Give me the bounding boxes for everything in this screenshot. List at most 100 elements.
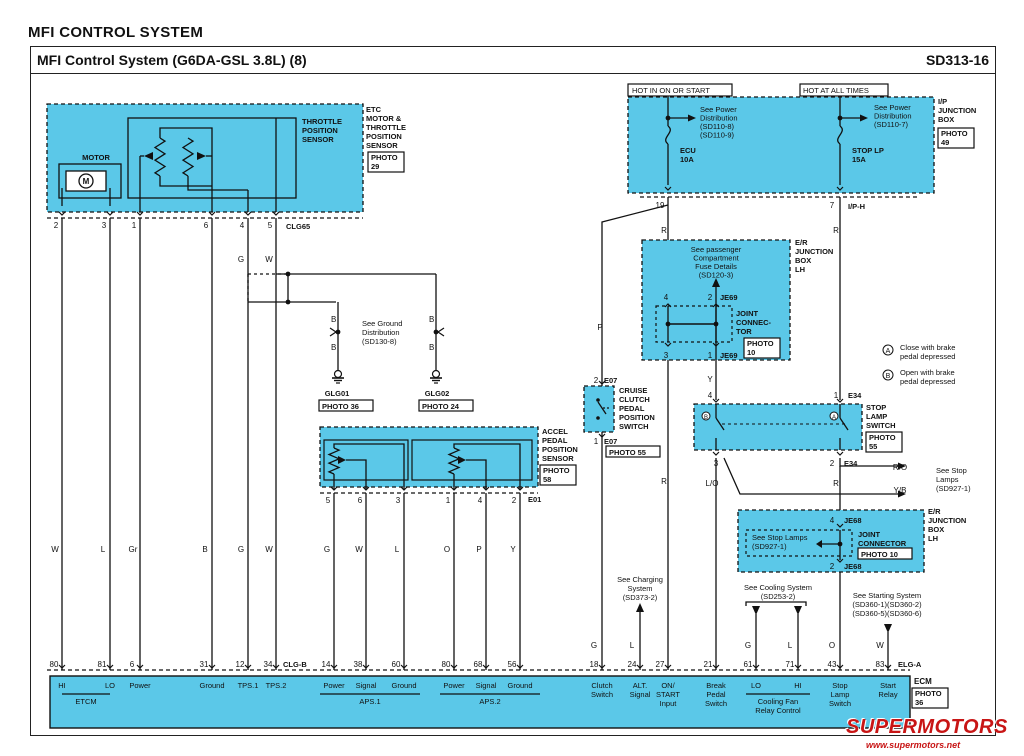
diagram-header: MFI Control System (G6DA-GSL 3.8L) (8) S… xyxy=(30,46,996,74)
pin-chevron xyxy=(712,398,720,403)
ecm-pin-label: Power xyxy=(129,681,151,690)
ground-ref: See Ground xyxy=(362,319,402,328)
tps-wiring xyxy=(159,176,212,187)
etc-photo: PHOTO xyxy=(371,153,398,162)
ip-box-label: JUNCTION xyxy=(938,106,976,115)
pin-chevron xyxy=(664,664,672,669)
pin-chevron xyxy=(362,486,370,491)
ecm-pin-label: Lamp xyxy=(831,690,850,699)
pin-number: 6 xyxy=(130,660,135,669)
pin-chevron xyxy=(106,664,114,669)
wire-color-label: G xyxy=(591,641,597,650)
pin-number: 3 xyxy=(102,221,107,230)
cruise-label: CLUTCH xyxy=(619,395,650,404)
etc-label: MOTOR & xyxy=(366,114,402,123)
pin-number: 7 xyxy=(830,201,835,210)
pin-number: 4 xyxy=(240,221,245,230)
pin-number: 6 xyxy=(358,496,363,505)
cruise-label: POSITION xyxy=(619,413,655,422)
legend-b-icon xyxy=(882,369,894,381)
switch-blade xyxy=(715,417,725,431)
pin-chevron xyxy=(598,664,606,669)
pin-chevron xyxy=(836,558,844,563)
ecm-pin-label: Signal xyxy=(630,690,651,699)
cooling-ref: (SD253-2) xyxy=(761,592,796,601)
hot-label: HOT IN ON OR START xyxy=(632,86,710,95)
ecm-photo: PHOTO xyxy=(915,689,942,698)
legend-text: pedal depressed xyxy=(900,377,955,386)
ecm-pin-label: Ground xyxy=(391,681,416,690)
joint-label: TOR xyxy=(736,327,752,336)
wiper-arrow xyxy=(144,152,153,160)
pin-number: 4 xyxy=(664,293,669,302)
pin-chevron xyxy=(58,211,66,216)
connector-label: E07 xyxy=(604,376,617,385)
cruise-photo-box xyxy=(605,445,661,458)
hot-label-box xyxy=(799,83,889,97)
connector-label: I/P-H xyxy=(848,202,865,211)
legend-text: pedal depressed xyxy=(900,352,955,361)
joint-label: JOINT xyxy=(736,309,759,318)
wiper-arrow xyxy=(197,152,206,160)
pin-number: 5 xyxy=(326,496,331,505)
ecm-photo: 36 xyxy=(915,698,923,707)
pin-chevron xyxy=(208,664,216,669)
wire-color-label: L xyxy=(630,641,635,650)
accel-pedal-position-sensor xyxy=(319,426,539,488)
aps2-resistor xyxy=(447,447,461,475)
ecm-pin-label: Relay xyxy=(878,690,897,699)
starting-ref: See Starting System xyxy=(853,591,921,600)
wire-color-label: G xyxy=(238,255,244,264)
stop-lamp-ref: See Stop xyxy=(936,466,967,475)
watermark-url: www.supermotors.net xyxy=(866,740,961,750)
page-code: SD313-16 xyxy=(925,52,989,68)
apps-label: PEDAL xyxy=(542,436,568,445)
wire-color-label: B xyxy=(331,343,336,352)
pin-number: 3 xyxy=(664,351,669,360)
wiper-arrow xyxy=(338,456,346,464)
pin-chevron xyxy=(400,486,408,491)
connector-label: E01 xyxy=(528,495,541,504)
ecm-pin-label: ALT. xyxy=(633,681,647,690)
pin-number: 34 xyxy=(264,660,273,669)
pin-number: 5 xyxy=(268,221,273,230)
motor-icon xyxy=(78,173,94,189)
fuse-ref: Fuse Details xyxy=(695,262,737,271)
glg01-photo: PHOTO 36 xyxy=(322,402,359,411)
page-title: MFI CONTROL SYSTEM xyxy=(28,24,204,41)
fuse-label: 10A xyxy=(680,155,694,164)
connector-label: E07 xyxy=(604,437,617,446)
wire-color-label: R/O xyxy=(893,463,907,472)
apps-photo: 58 xyxy=(543,475,551,484)
pin-chevron xyxy=(482,664,490,669)
power-ref: See Power xyxy=(874,103,911,112)
connector-label: ELG-A xyxy=(898,660,922,669)
joint-label: JOINT xyxy=(858,530,881,539)
ecm-pin-label: Power xyxy=(443,681,465,690)
ecm-pin-label: HI xyxy=(58,681,66,690)
cruise-label: PEDAL xyxy=(619,404,645,413)
ecm-pin-label: TPS.2 xyxy=(266,681,287,690)
ecm-pin-label: Power xyxy=(323,681,345,690)
legend-text: Open with brake xyxy=(900,368,955,377)
pin-number: 3 xyxy=(396,496,401,505)
apps-label: POSITION xyxy=(542,445,578,454)
pin-number: 1 xyxy=(708,351,713,360)
pin-number: 83 xyxy=(876,660,885,669)
joint-label: CONNECTOR xyxy=(858,539,907,548)
ecm-group: APS.2 xyxy=(479,697,500,706)
arrow-icon xyxy=(688,114,696,122)
stop-lamp-switch xyxy=(693,403,863,451)
wire-color-label: G xyxy=(238,545,244,554)
ecm-group: APS.1 xyxy=(359,697,380,706)
ecm-label: ECM xyxy=(914,677,932,686)
pin-chevron xyxy=(244,664,252,669)
splice-dot xyxy=(335,329,341,335)
connector-label: CLG65 xyxy=(286,222,310,231)
ecm-pin-label: ON/ xyxy=(661,681,675,690)
ip-photo: PHOTO xyxy=(941,129,968,138)
wire-color-label: B xyxy=(202,545,207,554)
pin-chevron xyxy=(836,523,844,528)
ecm-photo-box xyxy=(911,687,949,709)
